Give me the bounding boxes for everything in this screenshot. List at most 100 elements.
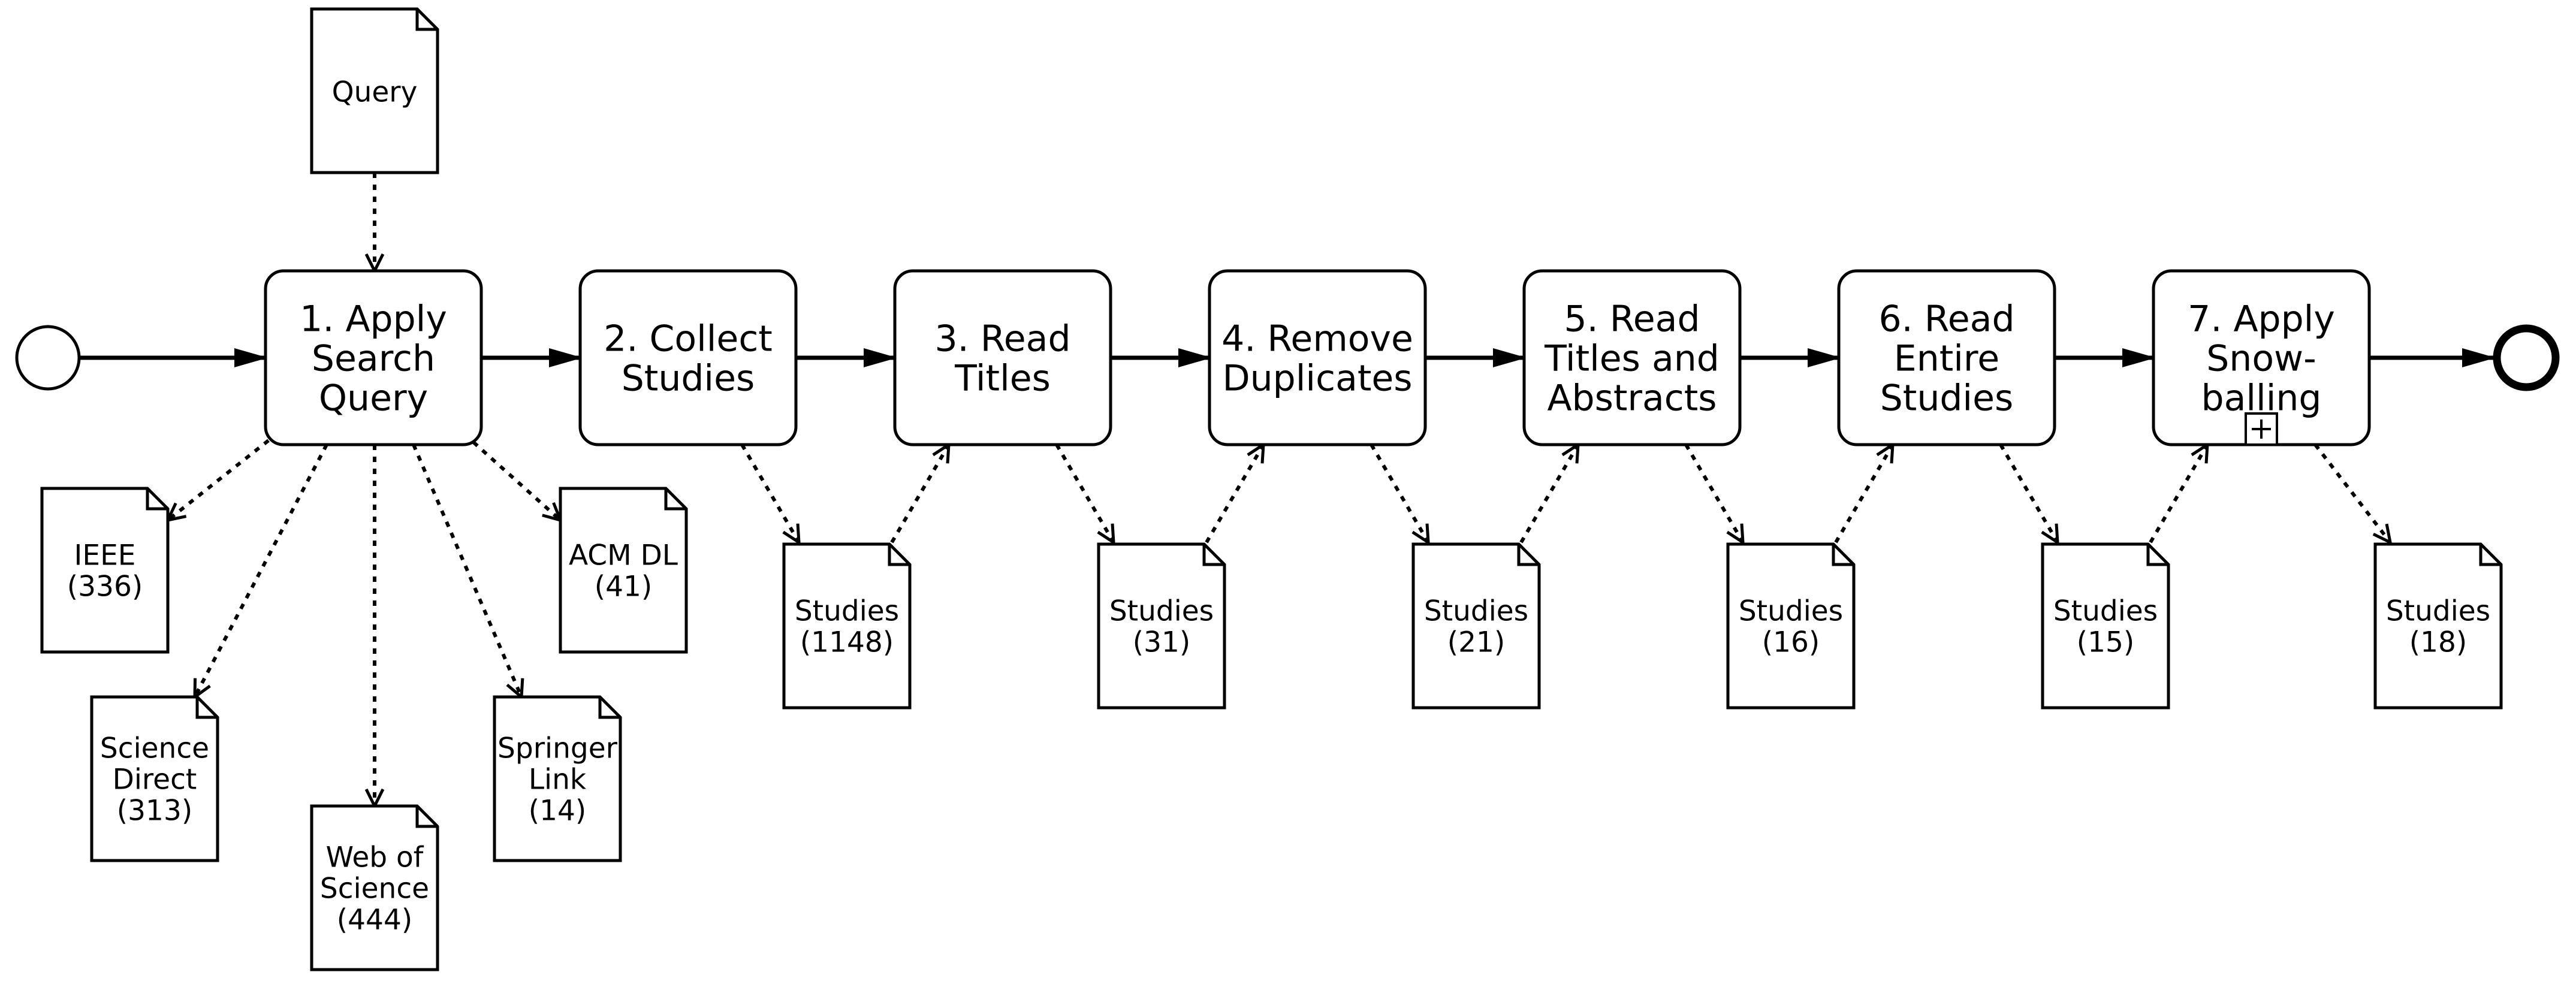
document-label: (16): [1762, 626, 1820, 659]
page-fold-icon: [146, 488, 168, 511]
source-document[interactable]: IEEE(336): [40, 487, 170, 654]
page-fold-icon: [195, 697, 218, 719]
document-label: Web of: [326, 841, 424, 874]
document-label: Direct: [113, 763, 197, 796]
association-input: [2149, 442, 2209, 544]
document-icon: [40, 487, 170, 654]
document-label: (1148): [800, 626, 894, 659]
association-input: [1205, 442, 1265, 544]
document-label: Studies: [1109, 594, 1214, 627]
association-source: [472, 440, 563, 523]
query-document[interactable]: Query: [310, 7, 439, 174]
association-output: [740, 443, 801, 545]
document-label: Studies: [1424, 594, 1528, 627]
page-fold-icon: [2479, 544, 2501, 566]
connections: [79, 173, 2496, 810]
document-icon: [310, 804, 439, 971]
page-fold-icon: [415, 9, 438, 31]
task-box: [578, 269, 798, 446]
subprocess-plus-icon[interactable]: [2245, 412, 2278, 446]
document-label: (14): [529, 794, 586, 827]
association-output: [1684, 443, 1745, 545]
start-event-icon[interactable]: [15, 325, 81, 391]
document-icon: [1411, 542, 1541, 710]
document-icon: [493, 695, 622, 862]
task-label: Titles: [954, 358, 1051, 400]
association-input: [1834, 442, 1895, 544]
task-label: 6. Read: [1878, 298, 2014, 340]
page-fold-icon: [415, 806, 438, 828]
studies-document[interactable]: Studies(15): [2041, 542, 2170, 710]
studies-document[interactable]: Studies(21): [1411, 542, 1541, 710]
document-icon: [2041, 542, 2170, 710]
end-event-icon[interactable]: [2493, 324, 2560, 391]
page-fold-icon: [1202, 544, 1224, 566]
document-icon: [1726, 542, 1856, 710]
studies-document[interactable]: Studies(16): [1726, 542, 1856, 710]
document-label: Studies: [795, 594, 899, 627]
document-label: (21): [1447, 626, 1505, 659]
task-label: Abstracts: [1547, 378, 1717, 419]
document-label: Link: [529, 763, 587, 796]
document-icon: [1097, 542, 1226, 710]
document-label: Science: [320, 872, 429, 905]
association-output: [2313, 443, 2393, 545]
document-label: ACM DL: [569, 539, 678, 572]
association-output: [1055, 443, 1115, 545]
studies-document[interactable]: Studies(1148): [782, 542, 912, 710]
page-fold-icon: [888, 544, 910, 566]
task-label: 5. Read: [1564, 298, 1700, 340]
task-label: Snow-: [2206, 338, 2316, 380]
association-output: [1370, 443, 1430, 545]
document-label: Studies: [1739, 594, 1843, 627]
association-source: [412, 443, 524, 701]
task-label: 3. Read: [934, 318, 1070, 360]
document-label: Studies: [2053, 594, 2158, 627]
task-label: 2. Collect: [604, 318, 773, 360]
task-box: [893, 269, 1112, 446]
task-label: 7. Apply: [2188, 298, 2335, 340]
studies-document[interactable]: Studies(18): [2373, 542, 2503, 710]
task-label: Query: [319, 378, 428, 419]
page-fold-icon: [664, 488, 686, 511]
task-label: Search: [312, 338, 435, 380]
document-label: Query: [332, 76, 418, 109]
document-label: (31): [1133, 626, 1190, 659]
studies-document[interactable]: Studies(31): [1097, 542, 1226, 710]
page-fold-icon: [1832, 544, 1854, 566]
document-label: (15): [2077, 626, 2134, 659]
association-output: [1999, 443, 2059, 545]
association-input: [1519, 442, 1580, 544]
task-label: 1. Apply: [300, 298, 447, 340]
document-label: Studies: [2386, 594, 2490, 627]
task-box: [1837, 269, 2056, 446]
task-label: 4. Remove: [1221, 318, 1413, 360]
document-label: (18): [2409, 626, 2467, 659]
task-label: Duplicates: [1222, 358, 1412, 400]
document-label: IEEE: [74, 539, 136, 572]
page-fold-icon: [1517, 544, 1539, 566]
document-label: Science: [100, 732, 209, 765]
document-icon: [310, 7, 439, 174]
document-icon: [90, 695, 219, 862]
page-fold-icon: [598, 697, 620, 719]
task-label: Studies: [1880, 378, 2014, 419]
task-label: Titles and: [1544, 338, 1720, 380]
document-icon: [782, 542, 912, 710]
task-box: [1522, 269, 1742, 446]
association-source: [165, 439, 270, 523]
association-source: [193, 443, 328, 700]
document-label: (41): [595, 570, 652, 603]
source-document[interactable]: ACM DL(41): [559, 487, 688, 654]
